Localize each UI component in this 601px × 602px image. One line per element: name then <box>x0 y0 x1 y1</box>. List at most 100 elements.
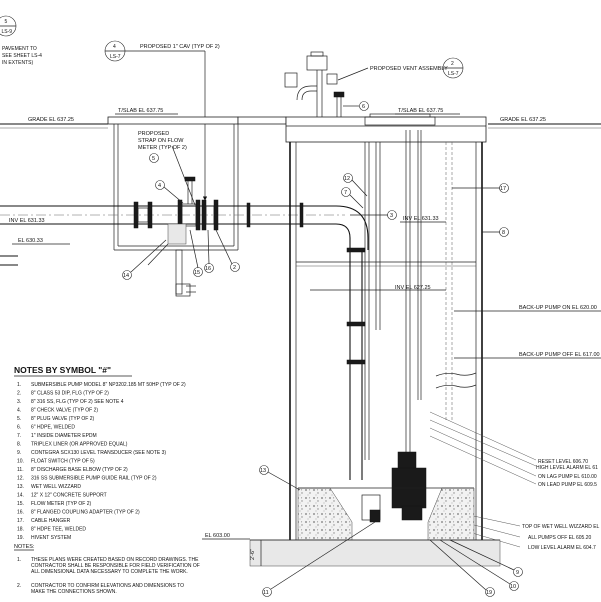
note-1-line3: ALL DIMENSIONAL DATA NECESSARY TO COMPLE… <box>31 569 188 575</box>
callout-9: 9 <box>516 570 519 576</box>
note-symbol-text: 8" PLUG VALVE (TYP OF 2) <box>31 416 95 422</box>
pavement-note-line1: PAVEMENT TO <box>2 46 37 52</box>
note-symbol-num: 14. <box>17 493 24 499</box>
wet-well-structure <box>285 113 487 540</box>
dim-label: 2'-6" <box>250 549 256 560</box>
submersible-pump <box>361 451 427 523</box>
el-630-label: EL 630.33 <box>18 238 43 244</box>
callout-4: 4 <box>158 183 161 189</box>
note-symbol-text: WET WELL WIZZARD <box>31 484 81 490</box>
note-symbol-text: 6" HDPE, WELDED <box>31 425 75 431</box>
callout-17: 17 <box>500 186 506 192</box>
ref-vent-sheet: LS-7 <box>448 71 459 77</box>
ref-symbol-top-left: 5 LS-9 <box>0 15 17 37</box>
note-symbol-text: 12" X 12" CONCRETE SUPPORT <box>31 493 107 499</box>
note-symbol-text: CABLE HANGER <box>31 518 71 524</box>
notes-title-suffix: " <box>107 365 111 375</box>
note-1-num: 1. <box>17 557 21 563</box>
note-2-line2: MAKE THE CONNECTIONS SHOWN. <box>31 589 117 595</box>
ref-symbol-vent: 2 LS-7 <box>442 57 464 79</box>
general-notes: NOTES: 1. THESE PLANS WERE CREATED BASED… <box>14 544 200 595</box>
note-symbol-text: 8" CLASS 53 DIP, FLG (TYP OF 2) <box>31 391 109 397</box>
note-symbol-num: 18. <box>17 527 24 533</box>
note-symbol-num: 4. <box>17 408 21 414</box>
inv-627-label: INV EL 627.25 <box>395 285 431 291</box>
note-symbol-num: 7. <box>17 433 21 439</box>
callout-12: 12 <box>344 176 350 182</box>
wet-well-wizzard <box>297 487 475 541</box>
note-2-num: 2. <box>17 583 21 589</box>
note-symbol-text: SUBMERSIBLE PUMP MODEL 8" NP3202.185 MT … <box>31 382 186 388</box>
top-wizzard-label: TOP OF WET WELL WIZZARD EL <box>522 524 600 530</box>
ref-top-left-num: 5 <box>5 19 8 25</box>
inv-left-label: INV EL 631.33 <box>9 218 45 224</box>
note-symbol-text: HIVENT SYSTEM <box>31 535 71 541</box>
tslab-right-label: T/SLAB EL 637.75 <box>398 108 443 114</box>
notes-title-symbol: # <box>102 365 107 375</box>
svg-text:NOTES BY SYMBOL "#": NOTES BY SYMBOL "#" <box>14 365 111 375</box>
ref-vent-num: 2 <box>451 61 454 67</box>
ref-cav-num: 4 <box>113 44 116 50</box>
high-alarm-label: HIGH LEVEL ALARM EL 61 <box>536 465 598 471</box>
pavement-note-line3: IN EXTENTS) <box>2 60 33 66</box>
strap-label-line3: METER (TYP OF 2) <box>138 145 187 151</box>
note-symbol-num: 13. <box>17 484 24 490</box>
grade-right-label: GRADE EL 637.25 <box>500 117 546 123</box>
note-symbol-num: 11. <box>17 467 24 473</box>
guide-rails <box>364 130 422 460</box>
el-603-label: EL 603.00 <box>205 533 230 539</box>
note-symbol-num: 19. <box>17 535 24 541</box>
note-symbol-text: CONTEGRA SCX130 LEVEL TRANSDUCER (SEE NO… <box>31 450 166 456</box>
discharge-riser <box>346 247 366 480</box>
strap-label-line1: PROPOSED <box>138 131 169 137</box>
note-symbol-text: 1" INSIDE DIAMETER EPDM <box>31 433 97 439</box>
note-symbol-num: 16. <box>17 510 24 516</box>
note-1-line2: CONTRACTOR SHALL BE RESPONSIBLE FOR FIEL… <box>31 563 200 569</box>
ref-symbol-cav: 4 LS-7 <box>104 40 126 62</box>
vent-assembly <box>284 51 345 118</box>
proposed-cav-label: PROPOSED 1" CAV (TYP OF 2) <box>140 44 220 50</box>
note-symbol-text: FLOAT SWITCH (TYP OF 5) <box>31 459 95 465</box>
note-symbol-num: 10. <box>17 459 24 465</box>
callout-16: 16 <box>205 266 211 272</box>
note-2-line1: CONTRACTOR TO CONFIRM ELEVATIONS AND DIM… <box>31 583 184 589</box>
callout-19: 19 <box>486 590 492 596</box>
note-symbol-text: TRIPLEX LINER (OR APPROVED EQUAL) <box>31 442 128 448</box>
lead-pump-label: ON LEAD PUMP EL 609.5 <box>538 482 597 488</box>
callout-13: 13 <box>260 468 266 474</box>
base-slab <box>249 539 501 567</box>
note-1-line1: THESE PLANS WERE CREATED BASED ON RECORD… <box>31 557 199 563</box>
callout-10: 10 <box>510 584 516 590</box>
callout-14: 14 <box>123 273 129 279</box>
backup-on-label: BACK-UP PUMP ON EL 620.00 <box>519 305 597 311</box>
callout-2: 2 <box>233 265 236 271</box>
notes-list: 1. SUBMERSIBLE PUMP MODEL 8" NP3202.185 M… <box>17 382 186 541</box>
note-symbol-text: 316 SS SUBMERSIBLE PUMP GUIDE RAIL (TYP … <box>31 476 157 482</box>
inv-right-label: INV EL 631.33 <box>403 216 439 222</box>
note-symbol-num: 9. <box>17 450 21 456</box>
note-symbol-num: 8. <box>17 442 21 448</box>
strap-label-line2: STRAP ON FLOW <box>138 138 184 144</box>
note-symbol-num: 12. <box>17 476 24 482</box>
note-symbol-num: 2. <box>17 391 21 397</box>
all-pumps-off-label: ALL PUMPS OFF EL 605.20 <box>528 535 591 541</box>
callout-11: 11 <box>263 590 269 596</box>
backup-off-label: BACK-UP PUMP OFF EL 617.00 <box>519 352 600 358</box>
ref-top-left-sheet: LS-9 <box>2 29 13 35</box>
reset-level-label: RESET LEVEL 606.70 <box>538 459 588 465</box>
notes-title-prefix: NOTES BY SYMBOL " <box>14 365 102 375</box>
note-symbol-text: 8" HDPE TEE, WELDED <box>31 527 86 533</box>
callout-6: 6 <box>362 104 365 110</box>
proposed-vent-label: PROPOSED VENT ASSEMBLY <box>370 66 448 72</box>
concrete-support <box>147 223 196 297</box>
tslab-left-label: T/SLAB EL 637.75 <box>118 108 163 114</box>
lag-pump-label: ON LAG PUMP EL 610.00 <box>538 474 597 480</box>
note-symbol-text: 8" 316 SS, FLG (TYP OF 2) SEE NOTE 4 <box>31 399 124 405</box>
note-symbol-num: 1. <box>17 382 21 388</box>
note-symbol-num: 3. <box>17 399 21 405</box>
note-symbol-text: 8" FLANGED COUPLING ADAPTER (TYP OF 2) <box>31 510 140 516</box>
force-main-piping <box>0 176 369 266</box>
low-alarm-label: LOW LEVEL ALARM EL 604.7 <box>528 545 596 551</box>
notes-by-symbol: NOTES BY SYMBOL "#" <box>14 365 132 377</box>
